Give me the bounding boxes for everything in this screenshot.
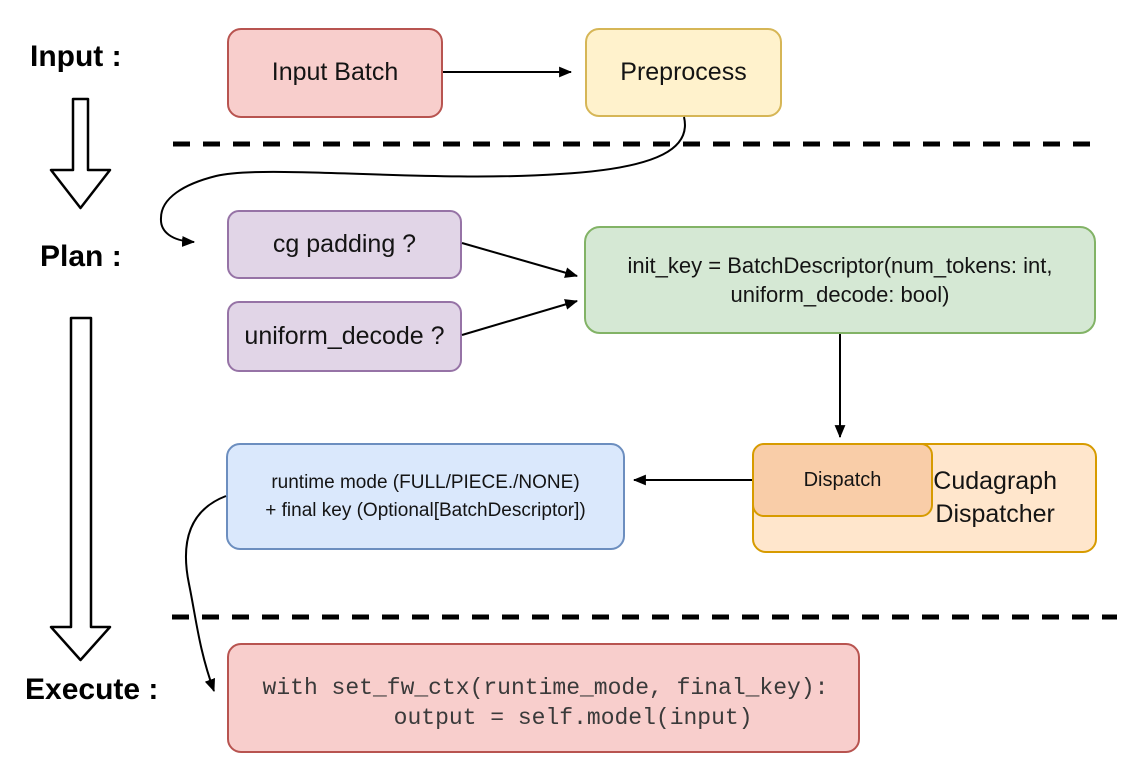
stage-arrow-input-to-plan bbox=[49, 97, 112, 210]
stage-label-plan: Plan : bbox=[40, 240, 122, 273]
arrow-cg-padding-to-init-key bbox=[461, 242, 579, 278]
node-init-key-line2: uniform_decode: bool) bbox=[730, 282, 950, 307]
node-cudagraph-line2: Dispatcher bbox=[935, 500, 1055, 528]
node-execute-code: with set_fw_ctx(runtime_mode, final_key)… bbox=[227, 643, 860, 753]
node-runtime-mode-line2: + final key (Optional[BatchDescriptor]) bbox=[265, 499, 586, 521]
node-cg-padding: cg padding ? bbox=[227, 210, 462, 279]
node-preprocess: Preprocess bbox=[585, 28, 782, 117]
node-init-key: init_key = BatchDescriptor(num_tokens: i… bbox=[584, 226, 1096, 334]
execute-code-line1: with set_fw_ctx(runtime_mode, final_key)… bbox=[262, 675, 829, 701]
execute-code-block: with set_fw_ctx(runtime_mode, final_key)… bbox=[229, 645, 858, 733]
arrow-uniform-decode-to-init-key bbox=[461, 299, 579, 336]
node-preprocess-label: Preprocess bbox=[620, 57, 747, 86]
node-runtime-mode: runtime mode (FULL/PIECE./NONE) + final … bbox=[226, 443, 625, 550]
stage-arrow-plan-to-execute bbox=[49, 316, 112, 662]
node-runtime-mode-line1: runtime mode (FULL/PIECE./NONE) bbox=[271, 471, 580, 493]
node-dispatch-label: Dispatch bbox=[803, 468, 882, 491]
node-cg-padding-label: cg padding ? bbox=[272, 229, 417, 258]
execute-code-line2: output = self.model(input) bbox=[338, 705, 753, 731]
stage-label-input: Input : bbox=[30, 40, 122, 73]
arrow-runtime-mode-to-execute-code bbox=[184, 495, 227, 693]
node-runtime-mode-text: runtime mode (FULL/PIECE./NONE) + final … bbox=[265, 469, 586, 525]
node-cudagraph-line1: Cudagraph bbox=[933, 467, 1057, 495]
stage-label-execute: Execute : bbox=[25, 673, 159, 706]
node-dispatch: Dispatch bbox=[752, 443, 933, 517]
node-input-batch-label: Input Batch bbox=[271, 58, 399, 87]
node-uniform-decode-label: uniform_decode ? bbox=[244, 321, 445, 350]
node-cudagraph-dispatcher-text: Cudagraph Dispatcher bbox=[933, 465, 1057, 531]
node-input-batch: Input Batch bbox=[227, 28, 443, 118]
node-init-key-text: init_key = BatchDescriptor(num_tokens: i… bbox=[628, 251, 1053, 309]
node-init-key-line1: init_key = BatchDescriptor(num_tokens: i… bbox=[627, 253, 1053, 278]
node-uniform-decode: uniform_decode ? bbox=[227, 301, 462, 372]
